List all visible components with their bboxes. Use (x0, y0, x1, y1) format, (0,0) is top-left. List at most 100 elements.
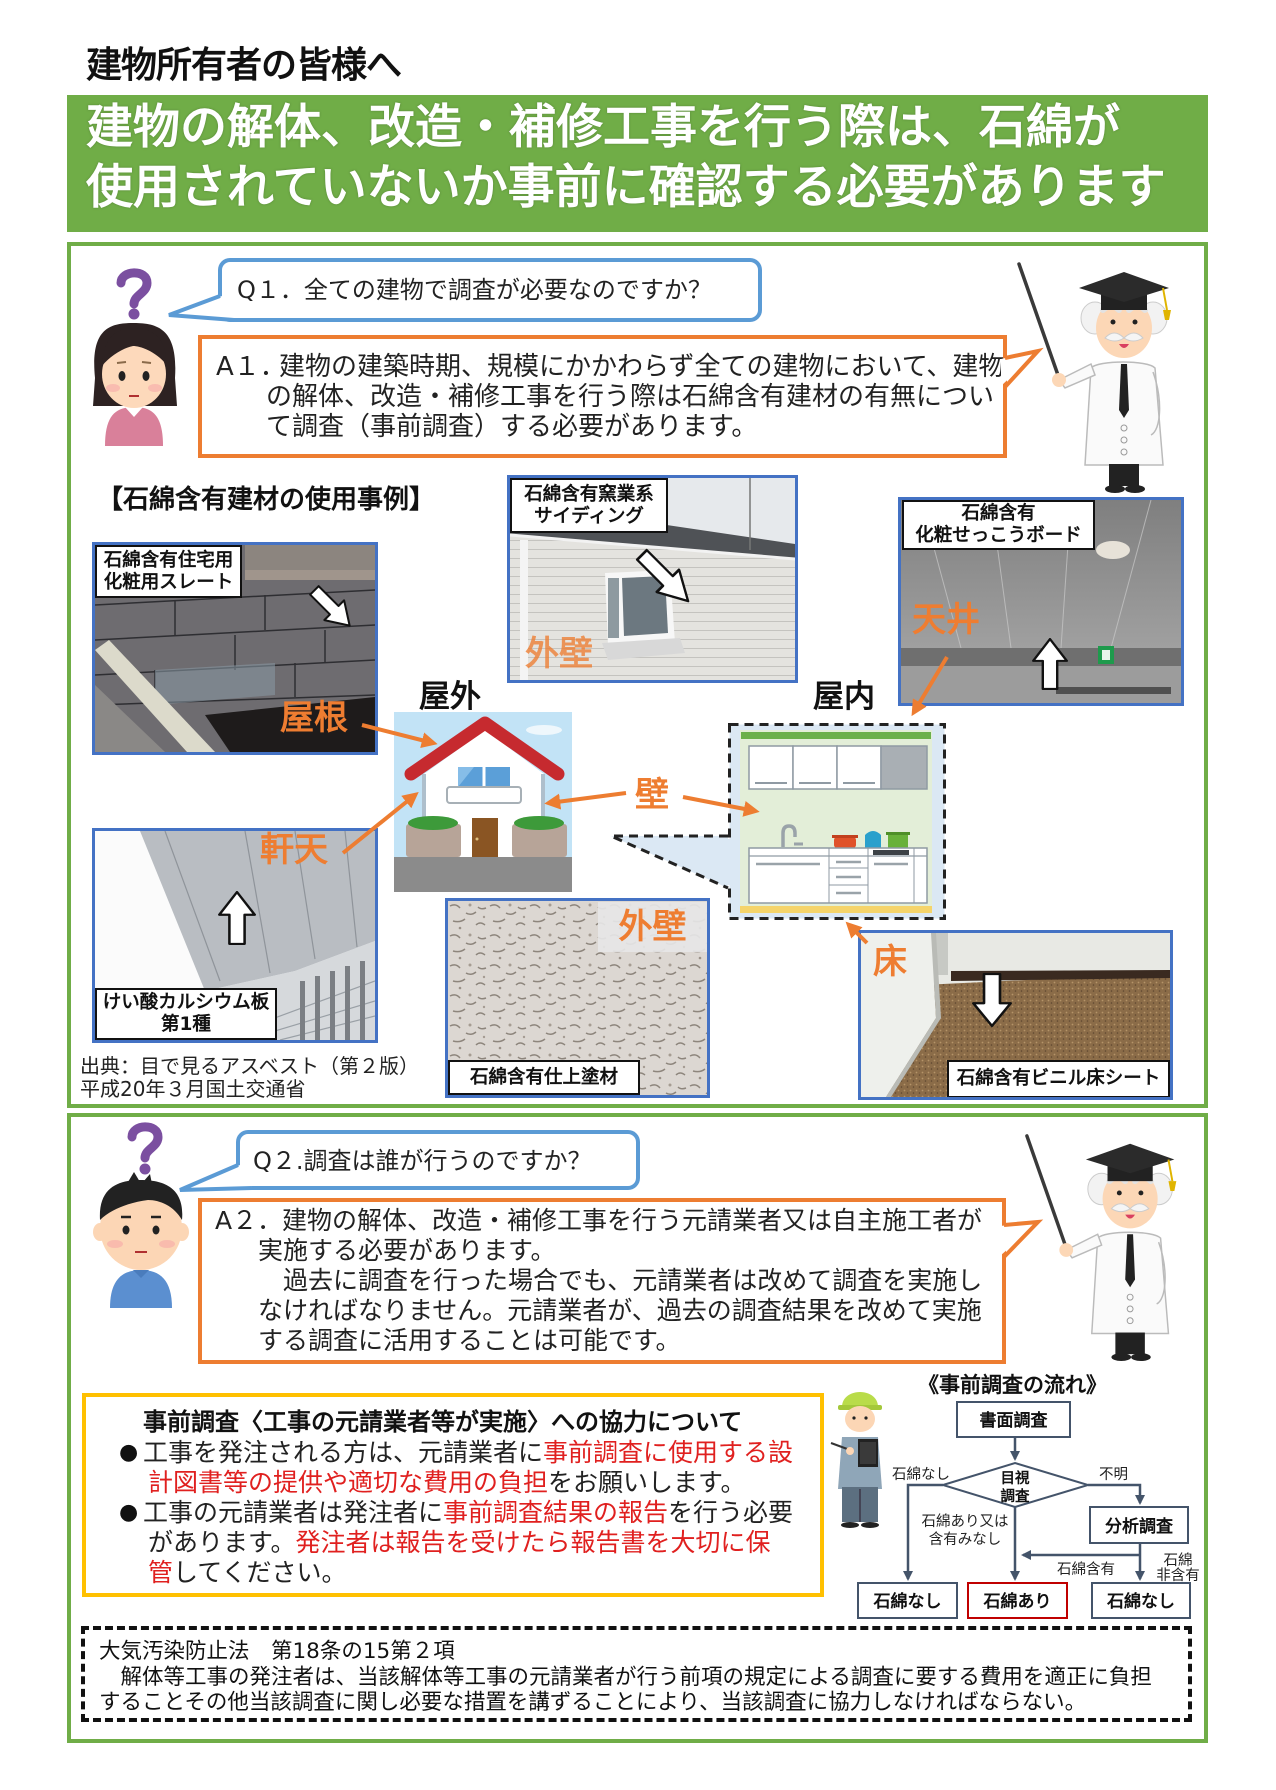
material-name: 石綿含有窯業系 サイディング (524, 483, 654, 527)
white-arrow-icon (1032, 638, 1068, 690)
cooperation-notice-box: 事前調査〈工事の元請業者等が実施〉への協力について ● 工事を発注される方は、元… (82, 1393, 824, 1597)
professor-icon (1017, 262, 1171, 493)
material-name: 石綿含有住宅用 化粧用スレート (103, 549, 234, 593)
material-name: 石綿含有 化粧せっこうボード (915, 503, 1082, 546)
flow-node-label: 分析調査 (1105, 1516, 1174, 1537)
location-label-exterior-wall: 外壁 (525, 634, 593, 674)
white-arrow-icon (629, 542, 701, 614)
roof-slate-image (95, 545, 375, 752)
flow-result-asbestos-present: 石綿あり (967, 1582, 1068, 1619)
flow-edge-label: 石綿あり又は (922, 1513, 1009, 1530)
q2-answer-label: A２． (215, 1206, 283, 1235)
location-label-floor: 床 (873, 942, 907, 982)
cooperation-item-2-line-3: 管してください。 (148, 1558, 347, 1588)
addressee-title: 建物所有者の皆様へ (86, 45, 402, 86)
cooperation-item-2-line-1: 工事の元請業者は発注者に事前調査結果の報告を行う必要 (143, 1498, 793, 1528)
flow-edge-label: 含有みなし (929, 1531, 1002, 1548)
material-tag: けい酸カルシウム板 第1種 (95, 988, 277, 1040)
q2-question-text: Q２.調査は誰が行うのですか？ (253, 1147, 592, 1175)
cooperation-item-2-line-2: があります。発注者は報告を受けたら報告書を大切に保 (148, 1528, 771, 1558)
flow-edge-label: 石綿含有 (1057, 1561, 1115, 1578)
law-text-line: することその他当該調査に関し必要な措置を講ずることにより、当該調査に協力しなけれ… (99, 1690, 1087, 1715)
photo-eaves-calcium-silicate: けい酸カルシウム板 第1種 (92, 828, 378, 1043)
material-tag: 石綿含有ビニル床シート (947, 1060, 1170, 1097)
cooperation-title: 事前調査〈工事の元請業者等が実施〉への協力について (143, 1408, 743, 1436)
text-segment: 工事の元請業者は発注者に (143, 1498, 444, 1527)
indoor-label: 屋内 (813, 679, 875, 715)
q1-answer-line: て調査（事前調査）する必要があります。 (266, 412, 758, 442)
q2-answer-line: する調査に活用することは可能です。 (258, 1326, 681, 1355)
bullet-icon: ● (119, 1500, 139, 1525)
flow-node-analysis: 分析調査 (1089, 1506, 1189, 1544)
pre-survey-flowchart: 書面調査 目視 調査 石綿なし 不明 石綿あり又は 含有みなし 分析調査 石綿含… (857, 1401, 1200, 1619)
kitchen-interior-illustration (728, 723, 946, 920)
text-segment: があります。 (148, 1528, 296, 1557)
material-tag: 石綿含有仕上塗材 (448, 1060, 640, 1095)
flow-node-label: 目視 (1001, 1469, 1030, 1487)
text-segment: を行う必要 (668, 1498, 794, 1527)
flow-edge-label: 非含有 (1156, 1567, 1200, 1584)
flow-edge-label: 石綿なし (892, 1466, 950, 1483)
photo-ceiling-board: 石綿含有 化粧せっこうボード 天井 (898, 497, 1184, 706)
q2-answer-line: なければなりません。元請業者が、過去の調査結果を改めて実施 (258, 1296, 982, 1325)
banner-line-2: 使用されていないか事前に確認する必要があります (86, 160, 1166, 215)
flowchart-title: 《事前調査の流れ》 (918, 1373, 1107, 1397)
q2-answer-line: 建物の解体、改造・補修工事を行う元請業者又は自主施工者が (282, 1206, 983, 1235)
law-title: 大気汚染防止法 第18条の15第２項 (99, 1639, 455, 1664)
flow-node-label: 調査 (1001, 1487, 1030, 1505)
flow-node-visual-inspection: 目視 調査 (939, 1461, 1092, 1509)
source-citation: 出典：目で見るアスベスト（第２版） 平成20年３月国土交通省 (80, 1055, 419, 1101)
flow-node-label: 石綿あり (983, 1591, 1052, 1612)
law-excerpt-box: 大気汚染防止法 第18条の15第２項 解体等工事の発注者は、当該解体等工事の元請… (81, 1626, 1192, 1722)
text-segment: 工事を発注される方は、元請業者に (143, 1438, 544, 1467)
q2-section: Q２.調査は誰が行うのですか？ A２． 建物の解体、改造・補修工事を行う元請業者… (67, 1113, 1208, 1743)
q2-question-bubble: Q２.調査は誰が行うのですか？ (236, 1130, 640, 1190)
bullet-icon: ● (119, 1440, 139, 1465)
flow-result-no-asbestos-left: 石綿なし (857, 1582, 958, 1619)
photo-vinyl-floor: 石綿含有ビニル床シート (858, 930, 1173, 1100)
material-tag: 石綿含有窯業系 サイディング (510, 478, 668, 533)
source-line-1: 出典：目で見るアスベスト（第２版） (80, 1054, 419, 1078)
q1-answer-line: 建物の建築時期、規模にかかわらず全ての建物において、建物 (279, 352, 1005, 382)
location-label-box: 外壁 (598, 902, 707, 952)
cooperation-item-1-line-2: 計図書等の提供や適切な費用の負担をお願いします。 (148, 1468, 746, 1498)
text-segment: 事前調査結果の報告 (443, 1498, 669, 1527)
material-tag: 石綿含有 化粧せっこうボード (902, 500, 1095, 550)
material-name: 石綿含有ビニル床シート (956, 1068, 1161, 1089)
text-segment: をお願いします。 (548, 1468, 746, 1497)
white-arrow-icon (303, 579, 361, 637)
q1-question-bubble: Q１．全ての建物で調査が必要なのですか？ (218, 258, 762, 322)
location-label-wall: 壁 (635, 775, 669, 815)
photo-siding: 石綿含有窯業系 サイディング 外壁 (507, 475, 798, 683)
white-arrow-icon (218, 891, 256, 945)
location-label-exterior-wall: 外壁 (618, 907, 687, 947)
material-name: 石綿含有仕上塗材 (469, 1066, 618, 1088)
white-arrow-icon (972, 973, 1012, 1027)
text-segment: 事前調査に使用する設 (543, 1438, 794, 1467)
flow-node-label: 書面調査 (980, 1410, 1049, 1431)
confused-man-icon (93, 1122, 189, 1308)
flow-node-document-review: 書面調査 (956, 1401, 1071, 1438)
location-label-roof: 屋根 (280, 698, 348, 738)
location-label-ceiling: 天井 (912, 600, 980, 640)
examples-heading: 【石綿含有建材の使用事例】 (97, 485, 436, 515)
flow-node-label: 石綿なし (873, 1591, 942, 1612)
main-banner: 建物の解体、改造・補修工事を行う際は、石綿が 使用されていないか事前に確認する必… (67, 95, 1208, 232)
photo-finish-coat: 外壁 石綿含有仕上塗材 (445, 898, 710, 1098)
professor-icon (1025, 1134, 1177, 1362)
q1-answer-line: の解体、改造・補修工事を行う際は石綿含有建材の有無につい (266, 382, 995, 412)
source-line-2: 平成20年３月国土交通省 (80, 1077, 306, 1101)
q1-question-text: Q１．全ての建物で調査が必要なのですか？ (237, 276, 712, 304)
text-segment: 発注者は報告を受けたら報告書を大切に保 (295, 1528, 771, 1557)
q1-answer-label: A１． (216, 352, 286, 382)
material-tag: 石綿含有住宅用 化粧用スレート (95, 545, 242, 598)
law-text-line: 解体等工事の発注者は、当該解体等工事の元請業者が行う前項の規定による調査に要する… (99, 1664, 1152, 1690)
flow-node-label: 石綿なし (1106, 1591, 1175, 1612)
material-name: けい酸カルシウム板 第1種 (102, 992, 270, 1035)
q2-answer-box: A２． 建物の解体、改造・補修工事を行う元請業者又は自主施工者が 実施する必要が… (198, 1198, 1006, 1364)
flow-edge-label: 不明 (1099, 1467, 1128, 1483)
banner-line-1: 建物の解体、改造・補修工事を行う際は、石綿が (86, 100, 1120, 155)
q2-answer-line: 過去に調査を行った場合でも、元請業者は改めて調査を実施し (258, 1266, 983, 1295)
house-exterior-illustration (394, 712, 572, 892)
construction-worker-icon (830, 1392, 882, 1528)
